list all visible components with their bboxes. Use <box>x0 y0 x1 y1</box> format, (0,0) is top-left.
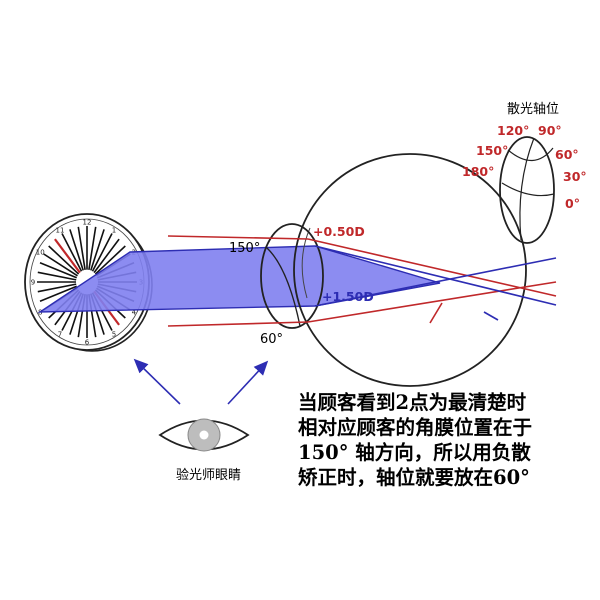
clock-number: 11 <box>56 227 65 235</box>
observer-eye: 验光师眼睛 <box>158 418 250 483</box>
clock-spoke <box>94 245 126 275</box>
axis-angle-120: 120° <box>497 123 529 138</box>
cornea-lens <box>260 223 324 329</box>
power-top-label: +0.50D <box>313 224 365 239</box>
caption-line-1: 当顾客看到2点为最清楚时 <box>298 391 527 414</box>
axis-angle-150: 150° <box>476 143 508 158</box>
arrow-to-dial <box>133 358 181 405</box>
clock-spoke <box>90 229 105 271</box>
axis-angle-30: 30° <box>563 169 587 184</box>
axis-reference-diagram: 散光轴位 120° 90° 150° 60° 180° 30° 0° <box>462 102 587 244</box>
clock-spoke <box>88 226 97 271</box>
axis-angle-90: 90° <box>538 123 562 138</box>
angle-150-label: 150° <box>229 241 260 256</box>
power-bottom-label: +1.50D <box>322 289 374 304</box>
axis-angle-180: 180° <box>462 164 494 179</box>
clock-spoke <box>91 233 113 272</box>
clock-number: 4 <box>132 309 137 317</box>
blue-rays <box>314 245 557 321</box>
clock-number: 12 <box>83 219 92 227</box>
clock-number: 6 <box>85 339 90 347</box>
clock-spoke <box>43 253 78 277</box>
observer-label: 验光师眼睛 <box>176 467 241 483</box>
light-beam <box>37 245 441 313</box>
caption-line-2: 相对应顾客的角膜位置在于 <box>298 416 533 439</box>
angle-60-label: 60° <box>260 332 283 347</box>
red-rays <box>167 235 557 327</box>
clock-spoke <box>37 283 77 293</box>
clock-number: 9 <box>31 279 35 287</box>
clock-spoke <box>39 285 78 302</box>
clock-spoke <box>37 271 77 281</box>
clock-number: 10 <box>36 249 45 257</box>
clock-spoke <box>48 245 80 275</box>
clock-spoke <box>61 233 83 272</box>
clock-number: 1 <box>112 227 116 235</box>
axis-angle-60: 60° <box>555 147 579 162</box>
caption-line-3: 150° 轴方向，所以用负散 <box>298 441 531 464</box>
clock-number: 5 <box>112 331 116 339</box>
axis-angle-0: 0° <box>565 196 580 211</box>
axis-title: 散光轴位 <box>507 102 559 117</box>
arrow-to-eye <box>227 360 269 405</box>
clock-spoke <box>69 229 84 271</box>
clock-spoke-highlight <box>54 238 81 274</box>
eyeball <box>293 153 527 387</box>
clock-spoke <box>39 262 78 279</box>
explanation-caption: 当顾客看到2点为最清楚时 相对应顾客的角膜位置在于 150° 轴方向，所以用负散… <box>298 390 600 490</box>
clock-number: 7 <box>58 331 62 339</box>
clock-spoke <box>93 238 120 274</box>
caption-line-4: 矫正时，轴位就要放在60° <box>298 466 530 489</box>
clock-spoke <box>77 226 86 271</box>
